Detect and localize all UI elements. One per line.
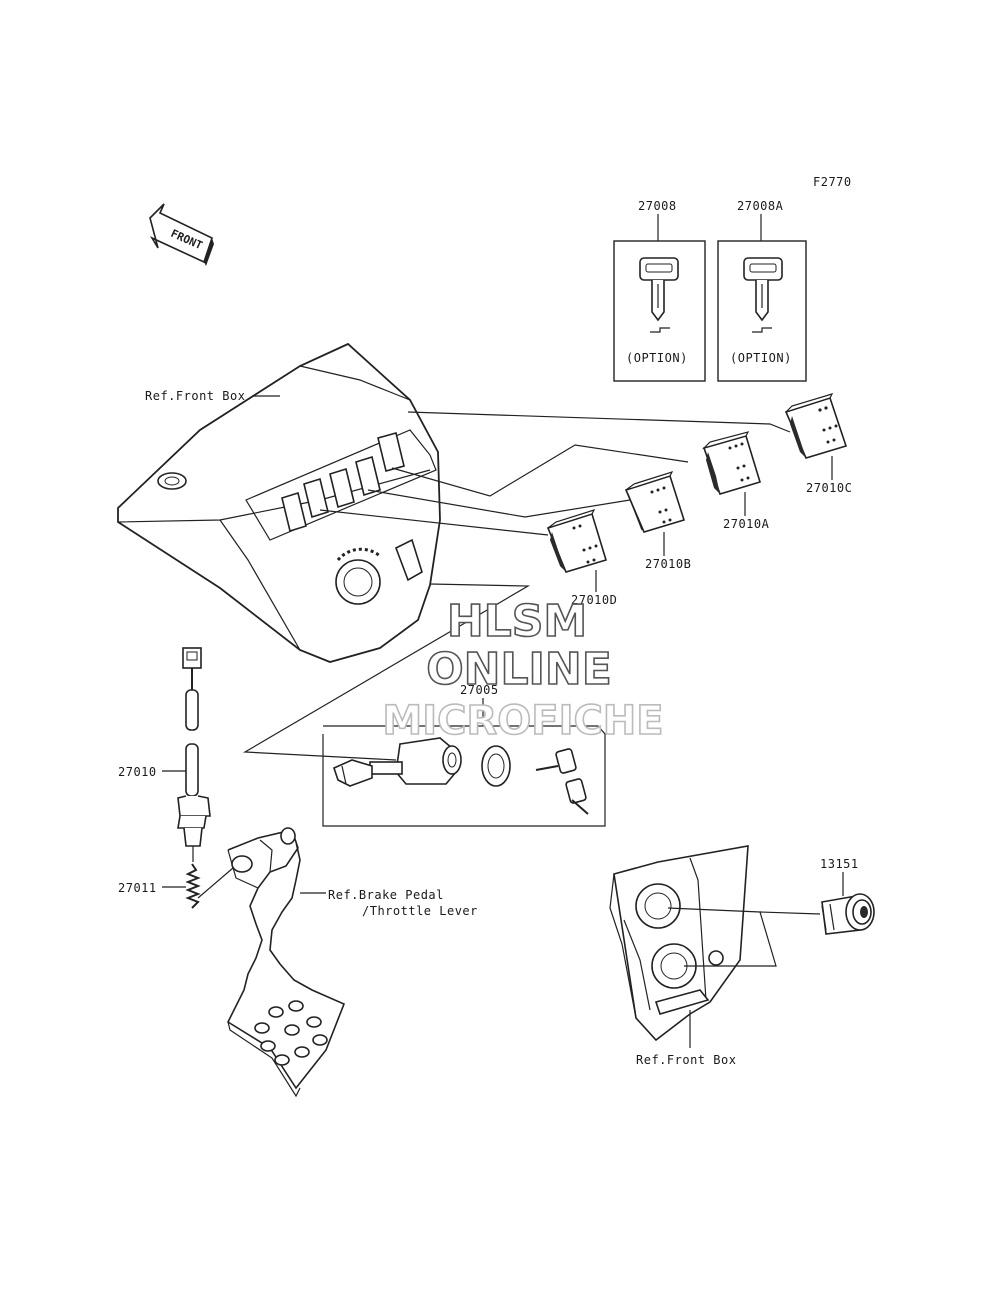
- lower-front-box: [609, 845, 749, 1042]
- socket-label: 13151: [820, 857, 859, 871]
- rocker-switch-27010c: [784, 393, 848, 459]
- rocker-switch-27010b: [624, 471, 686, 533]
- key-box-27008a: 27008A (OPTION): [717, 199, 807, 382]
- key-icon: [639, 257, 679, 333]
- front-box-panel: [117, 342, 441, 663]
- ref-front-box-top: Ref.Front Box: [145, 389, 245, 403]
- ref-front-box-bottom: Ref.Front Box: [636, 1053, 736, 1067]
- brake-switch: [177, 647, 211, 862]
- key-option-note: (OPTION): [730, 351, 792, 365]
- brake-switch-label: 27010: [118, 765, 157, 779]
- lock-nut: [481, 745, 511, 787]
- watermark-line2: ONLINE: [426, 644, 612, 695]
- ignition-keys-icon: [535, 748, 589, 815]
- pedal-pad-holes: [254, 1000, 328, 1066]
- switch-label-27010a: 27010A: [723, 517, 770, 531]
- ref-brake-pedal-line2: /Throttle Lever: [362, 904, 478, 918]
- ref-brake-pedal-line1: Ref.Brake Pedal: [328, 888, 444, 902]
- front-arrow-icon: FRONT: [149, 203, 214, 266]
- watermark-line1: HLSM: [447, 596, 587, 647]
- key-icon: [743, 257, 783, 333]
- switch-label-27010b: 27010B: [645, 557, 691, 571]
- power-socket: [821, 893, 875, 935]
- spring: [185, 863, 201, 909]
- switch-leader-lines: [319, 411, 791, 536]
- ignition-switch: [333, 737, 462, 787]
- watermark: HLSM ONLINE MICROFICHE: [382, 595, 665, 745]
- spring-label: 27011: [118, 881, 157, 895]
- switch-slots: [281, 432, 405, 533]
- rocker-switch-27010d: [546, 509, 607, 573]
- key-part-number: 27008: [638, 199, 677, 213]
- key-option-note: (OPTION): [626, 351, 688, 365]
- ignition-assembly-label: 27005: [460, 683, 499, 697]
- rocker-switch-27010a: [701, 431, 761, 495]
- ignition-hole: [335, 559, 381, 605]
- watermark-line3: MICROFICHE: [382, 698, 663, 744]
- switch-label-27010d: 27010D: [571, 593, 617, 607]
- brake-pedal: [226, 827, 346, 1098]
- figure-code: F2770: [813, 175, 852, 189]
- switch-label-27010c: 27010C: [806, 481, 852, 495]
- key-box-27008: 27008 (OPTION): [613, 199, 706, 382]
- key-part-number: 27008A: [737, 199, 784, 213]
